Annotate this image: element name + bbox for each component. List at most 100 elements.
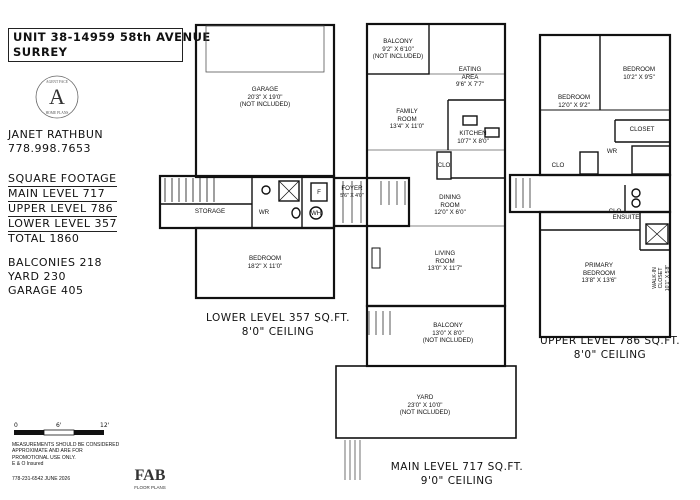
room-name: LIVING bbox=[434, 250, 456, 257]
main-level-ceiling: 9'0" CEILING bbox=[420, 475, 494, 487]
room-name: CLO bbox=[551, 162, 565, 169]
room-name: WR bbox=[258, 209, 270, 216]
scale-label: 6' bbox=[56, 422, 62, 429]
extras-row: YARD 230 bbox=[8, 270, 66, 283]
room-living: LIVING ROOM 13'0" X 11'7" bbox=[415, 250, 475, 273]
room-lower-bedroom: BEDROOM 18'2" X 11'0" bbox=[225, 255, 305, 270]
room-dims: 13'0" X 8'0" bbox=[432, 329, 464, 337]
room-name: BEDROOM bbox=[623, 66, 655, 73]
room-garage: GARAGE 20'3" X 19'0" (NOT INCLUDED) bbox=[215, 86, 315, 109]
scale-label: 12' bbox=[100, 422, 110, 429]
room-lower-wh: WH bbox=[309, 210, 323, 218]
room-name: BALCONY bbox=[383, 38, 413, 45]
room-upper-clo-2: CLO bbox=[606, 208, 624, 216]
lower-level-sqft: LOWER LEVEL 357 SQ.FT. bbox=[206, 312, 350, 324]
room-bedroom-a: BEDROOM 10'2" X 9'5" bbox=[612, 66, 666, 81]
agent-name: JANET RATHBUN bbox=[8, 128, 104, 141]
room-name: CLOSET bbox=[629, 126, 655, 133]
extras-list: BALCONIES 218 YARD 230 GARAGE 405 bbox=[8, 256, 102, 298]
agent-phone: 778.998.7653 bbox=[8, 142, 91, 155]
room-ensuite: ENSUITE bbox=[608, 214, 644, 222]
room-dims: 10'2" X 9'5" bbox=[623, 73, 655, 81]
room-dims: 12'0" X 6'0" bbox=[434, 209, 466, 216]
room-dining: DINING ROOM 12'0" X 6'0" bbox=[420, 194, 480, 217]
room-yard: YARD 23'0" X 10'0" (NOT INCLUDED) bbox=[390, 394, 460, 417]
footage-row: LOWER LEVEL 357 bbox=[8, 216, 118, 230]
room-name: KITCHEN bbox=[459, 130, 487, 137]
room-name-2: AREA bbox=[461, 73, 479, 81]
room-name: BEDROOM bbox=[558, 94, 590, 101]
room-dims: 13'8" X 13'6" bbox=[581, 277, 617, 284]
room-storage: STORAGE bbox=[190, 208, 230, 216]
disclaimer-line: MEASUREMENTS SHOULD BE CONSIDERED bbox=[12, 442, 120, 448]
brand-sub: FLOOR PLANS bbox=[134, 485, 166, 490]
room-dims: 9'6" X 7'7" bbox=[455, 81, 485, 88]
room-name: ENSUITE bbox=[612, 214, 640, 221]
square-footage: SQUARE FOOTAGE MAIN LEVEL 717 UPPER LEVE… bbox=[8, 172, 118, 246]
room-name-2: ROOM bbox=[397, 115, 417, 123]
room-dims: 13'0" X 11'7" bbox=[427, 265, 463, 272]
room-note: (NOT INCLUDED) bbox=[239, 101, 291, 108]
footage-row: MAIN LEVEL 717 bbox=[8, 186, 118, 201]
room-dims: 5'6" X 4'0" bbox=[340, 192, 364, 199]
room-name-2: ROOM bbox=[435, 257, 455, 265]
room-kitchen: KITCHEN 10'7" X 8'0" bbox=[448, 130, 498, 145]
upper-level-ceiling: 8'0" CEILING bbox=[573, 349, 647, 361]
logo-text-bottom: HOME PLANS bbox=[46, 111, 69, 115]
logo-letter: A bbox=[49, 84, 65, 109]
room-dims: 9'2" X 6'10" bbox=[382, 45, 414, 53]
room-eating-area: EATING AREA 9'6" X 7'7" bbox=[440, 66, 500, 89]
room-dims: 23'0" X 10'0" bbox=[407, 401, 443, 409]
upper-level-sqft: UPPER LEVEL 786 SQ.FT. bbox=[539, 335, 681, 347]
extras-row: GARAGE 405 bbox=[8, 284, 84, 297]
room-closet: CLOSET bbox=[620, 126, 664, 134]
address-box: UNIT 38-14959 58th AVENUE SURREY bbox=[8, 28, 210, 62]
room-note: (NOT INCLUDED) bbox=[399, 409, 451, 416]
room-name: DINING bbox=[439, 194, 461, 201]
disclaimer-line: APPROXIMATE AND ARE FOR bbox=[12, 448, 83, 455]
room-name: CLO bbox=[608, 208, 622, 215]
room-bedroom-b: BEDROOM 12'0" X 9'2" bbox=[548, 94, 600, 109]
room-main-clo: CLO bbox=[437, 162, 451, 170]
room-name: CLO bbox=[437, 162, 451, 169]
room-upper-wr: WR bbox=[604, 148, 620, 156]
room-dims: 13'4" X 11'0" bbox=[389, 123, 425, 130]
address-line-2: SURREY bbox=[13, 45, 68, 59]
room-balcony-top: BALCONY 9'2" X 6'10" (NOT INCLUDED) bbox=[368, 38, 428, 61]
scale-bar: 0 6' 12' bbox=[14, 422, 110, 436]
disclaimer-line: 778-231-6542 JUNE 2026 bbox=[12, 475, 71, 482]
room-name: F bbox=[317, 189, 321, 196]
room-note: (NOT INCLUDED) bbox=[422, 337, 474, 344]
logo-text-top: AGENT FACE bbox=[46, 80, 69, 84]
upper-bottom-walls bbox=[538, 210, 672, 339]
room-name: FOYER bbox=[341, 185, 363, 192]
room-name: BALCONY bbox=[433, 322, 463, 329]
room-dims: 10'1" X 5'8" bbox=[664, 264, 671, 292]
footage-total: TOTAL 1860 bbox=[8, 231, 118, 246]
room-walk-in-closet: WALK-IN CLOSET 10'1" X 5'8" bbox=[652, 256, 671, 300]
room-name: GARAGE bbox=[251, 86, 279, 93]
room-name: FAMILY bbox=[396, 108, 418, 115]
disclaimer-line: PROMOTIONAL USE ONLY. bbox=[12, 454, 76, 461]
room-name: YARD bbox=[416, 394, 434, 401]
room-dims: 10'7" X 8'0" bbox=[457, 137, 489, 145]
room-name-2: BEDROOM bbox=[583, 269, 615, 277]
room-dims: 12'0" X 9'2" bbox=[558, 101, 590, 109]
brand-mark: FAB bbox=[135, 467, 166, 484]
room-dims: 20'3" X 19'0" bbox=[247, 93, 283, 101]
brand-logo: FAB FLOOR PLANS bbox=[134, 467, 166, 490]
room-name: BEDROOM bbox=[249, 255, 281, 262]
footage-heading: SQUARE FOOTAGE bbox=[8, 172, 117, 185]
room-dims: 18'2" X 11'0" bbox=[247, 262, 283, 270]
room-lower-f: F bbox=[313, 189, 325, 197]
room-name: PRIMARY bbox=[584, 262, 614, 269]
room-primary-bedroom: PRIMARY BEDROOM 13'8" X 13'6" bbox=[566, 262, 632, 285]
upper-mid-walls bbox=[508, 173, 672, 214]
agent-info: JANET RATHBUN 778.998.7653 bbox=[8, 128, 103, 156]
room-note: (NOT INCLUDED) bbox=[372, 53, 424, 60]
room-upper-clo: CLO bbox=[549, 162, 567, 170]
lower-level-title: LOWER LEVEL 357 SQ.FT. 8'0" CEILING bbox=[183, 311, 373, 339]
room-name: WH bbox=[310, 210, 322, 217]
room-balcony-bottom: BALCONY 13'0" X 8'0" (NOT INCLUDED) bbox=[418, 322, 478, 345]
